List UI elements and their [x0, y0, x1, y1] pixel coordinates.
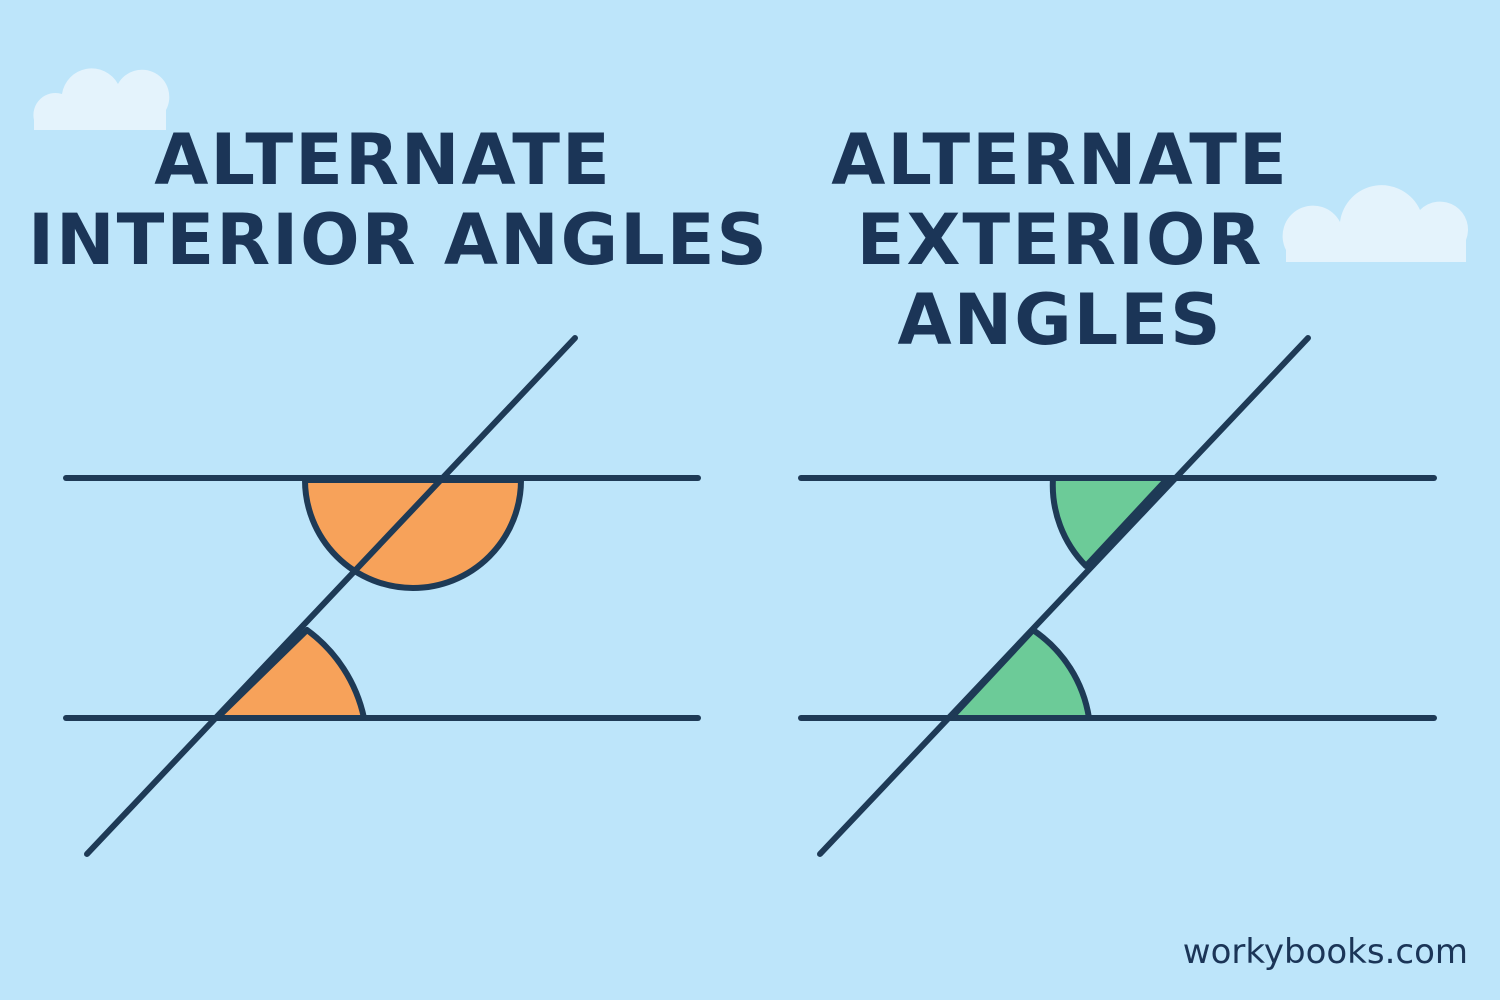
cloud-icon: [33, 68, 170, 130]
title-line: INTERIOR ANGLES: [28, 199, 769, 281]
title-line: ALTERNATE: [154, 119, 612, 201]
interior-angle-bottom: [214, 627, 367, 721]
title-line: EXTERIOR: [856, 199, 1264, 281]
interior-angle-top: [302, 477, 524, 591]
title-alternate-interior-angles: ALTERNATE INTERIOR ANGLES: [28, 119, 769, 281]
cloud-icon: [1282, 185, 1469, 262]
title-line: ALTERNATE: [831, 119, 1289, 201]
transversal-line: [84, 335, 578, 857]
title-alternate-exterior-angles: ALTERNATE EXTERIOR ANGLES: [760, 120, 1360, 360]
exterior-angle-top: [1049, 475, 1171, 569]
right-diagram: [798, 335, 1437, 857]
site-watermark[interactable]: workybooks.com: [1182, 932, 1468, 972]
transversal-line: [817, 335, 1311, 857]
exterior-angle-bottom: [948, 627, 1092, 721]
left-diagram: [63, 335, 701, 857]
title-line: ANGLES: [897, 279, 1223, 361]
